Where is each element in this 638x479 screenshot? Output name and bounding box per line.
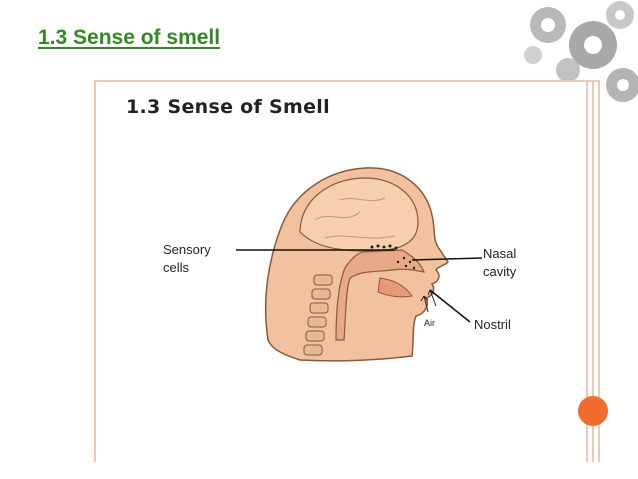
diagram-title: 1.3 Sense of Smell xyxy=(126,96,330,118)
frame-top-border xyxy=(94,80,600,82)
nasal-label-line1: Nasal xyxy=(483,246,517,261)
sensory-cells xyxy=(370,244,416,270)
spine xyxy=(303,274,333,356)
sensory-cells-label: Sensory cells xyxy=(163,241,211,277)
nasal-cavity-label: Nasal cavity xyxy=(483,245,516,281)
sensory-label-line1: Sensory xyxy=(163,242,211,257)
frame-right-border xyxy=(592,80,594,462)
nostril-label: Nostril xyxy=(474,317,511,332)
air-label: Air xyxy=(424,318,435,328)
nasal-cavity xyxy=(335,249,425,341)
frame-right-border xyxy=(598,80,600,462)
nasal-cavity-pointer xyxy=(411,257,483,261)
slide-title: 1.3 Sense of smell xyxy=(38,26,221,49)
frame-right-border xyxy=(586,80,588,462)
frame-left-border xyxy=(94,80,96,462)
gears-decoration-icon xyxy=(524,1,638,102)
nasal-label-line2: cavity xyxy=(483,264,517,279)
nostril-pointer xyxy=(429,289,471,323)
orange-dot-decoration xyxy=(578,396,608,426)
sensory-label-line2: cells xyxy=(163,260,190,275)
